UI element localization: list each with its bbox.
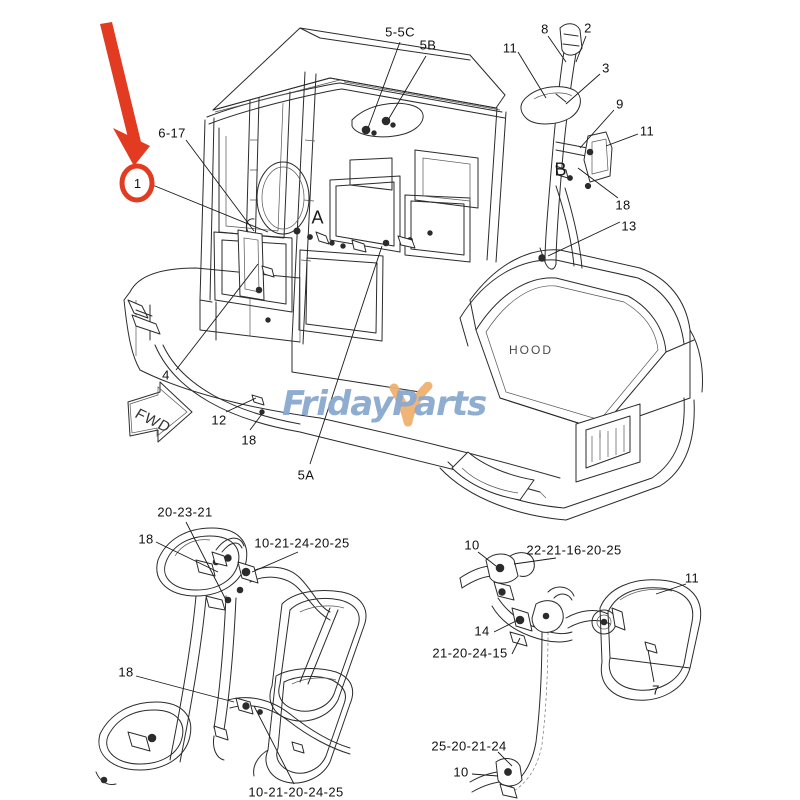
part-callout-c-18-bl-lower: 18 [118, 664, 134, 680]
part-callout-c-14: 14 [474, 623, 490, 639]
highlight-callout-number: 1 [133, 175, 142, 191]
part-callout-c-18-bl-upper: 18 [138, 531, 154, 547]
part-callout-c-7: 7 [652, 682, 660, 698]
part-callout-c-11-top: 11 [502, 40, 518, 56]
part-callout-c-12: 12 [211, 412, 227, 428]
machine-body-upper [123, 27, 561, 493]
part-callout-c-10-br-bottom: 10 [453, 764, 469, 780]
part-callout-c-13: 13 [621, 218, 637, 234]
part-callout-c-8: 8 [541, 21, 549, 37]
highlight-arrow [100, 22, 155, 203]
part-callout-c-3: 3 [602, 60, 610, 76]
part-callout-c-25-20-21-24: 25-20-21-24 [431, 738, 507, 754]
hardware-cluster-left [237, 218, 275, 415]
part-callout-c-18-mid: 18 [241, 432, 257, 448]
region-label-region-a: A [311, 207, 325, 228]
part-callout-c-10-21-24-20-25: 10-21-24-20-25 [254, 535, 350, 551]
mirror-subassembly-left [95, 527, 351, 785]
part-callout-c-6-17: 6-17 [158, 125, 186, 141]
highlight-callout-1: 1 [122, 166, 153, 200]
part-callout-c-11-mid: 11 [639, 123, 655, 139]
hardware-cluster-a [293, 227, 433, 253]
mirror-subassembly-right [459, 552, 702, 799]
part-callout-c-21-20-24-15: 21-20-24-15 [432, 645, 508, 661]
part-callout-c-11-br: 11 [684, 570, 700, 586]
part-callout-c-22-21-16-20-25: 22-21-16-20-25 [526, 542, 622, 558]
part-callout-c-9: 9 [616, 96, 624, 112]
part-callout-c-2: 2 [584, 20, 592, 36]
hood-assembly [439, 247, 703, 521]
part-callout-c-10-21-20-24-25: 10-21-20-24-25 [248, 784, 344, 800]
part-callout-c-5-5c: 5-5C [385, 24, 415, 40]
mirror-housing-left [253, 590, 367, 784]
region-label-hood: HOOD [509, 343, 553, 357]
region-label-region-b: B [554, 159, 568, 180]
part-callout-c-10-br-top: 10 [464, 537, 480, 553]
part-callout-c-4: 4 [162, 367, 170, 383]
part-callout-c-20-23-21: 20-23-21 [157, 504, 213, 520]
leader-lines-upper [149, 35, 639, 465]
part-callout-c-18-upper: 18 [615, 197, 631, 213]
part-callout-c-5b: 5B [419, 37, 437, 53]
gasket-detail-5 [351, 102, 424, 138]
part-callout-c-5a: 5A [297, 467, 315, 483]
fwd-arrow-badge [127, 381, 193, 443]
mirror-assembly-b [520, 23, 613, 270]
leader-lines-lower [135, 521, 687, 785]
